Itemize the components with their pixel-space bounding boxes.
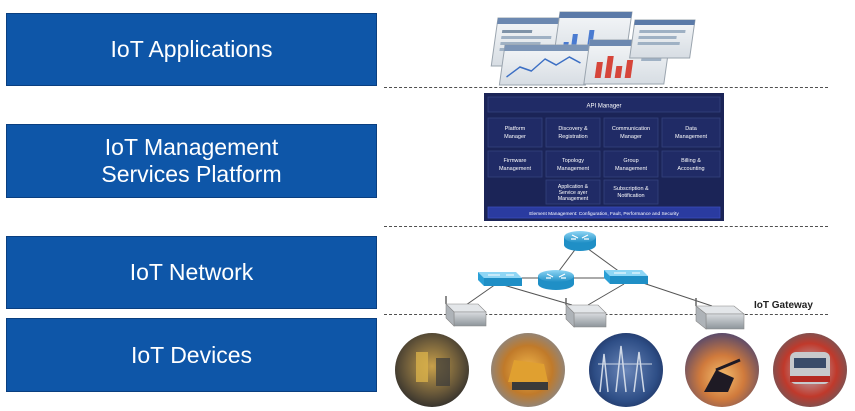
layer-label: IoT Network (129, 259, 254, 285)
router-icon (564, 231, 596, 251)
subscription-line2: Notification (617, 193, 644, 199)
group-line2: Management (615, 166, 648, 172)
platform-row-1: Platform Manager Discovery & Registratio… (487, 117, 721, 148)
gateway-icon (565, 298, 607, 328)
layer-label: IoT Devices (130, 341, 252, 368)
layer-label-line2: Services Platform (101, 161, 282, 187)
network-topology (445, 231, 745, 330)
device-photo-icon (773, 333, 847, 407)
layer-iot-applications: IoT Applications (6, 13, 377, 86)
device-photo-icon (589, 333, 663, 407)
platform-row-2: Firmware Management Topology Management … (487, 150, 721, 178)
divider-management (384, 226, 828, 227)
switch-icon (604, 270, 648, 284)
gateway-icon (695, 298, 745, 330)
platform-diagram: API Manager Platform Manager Discovery &… (484, 93, 724, 221)
billing-line1: Billing & (681, 158, 701, 164)
api-manager-box (487, 96, 721, 113)
device-photos (395, 333, 847, 407)
billing-line2: Accounting (677, 166, 704, 172)
app-service-line2: Service ayer (559, 190, 588, 196)
device-photo-icon (685, 333, 759, 407)
platform-manager-line1: Platform (505, 126, 526, 132)
topology-line2: Management (557, 166, 590, 172)
firmware-line2: Management (499, 166, 532, 172)
data-management-line1: Data (685, 126, 698, 132)
app-service-line1: Application & (558, 184, 589, 190)
switch-icon (478, 272, 522, 286)
layer-iot-management-platform: IoT Management Services Platform (6, 124, 377, 198)
platform-row-3: Application & Service ayer Management Su… (545, 179, 659, 205)
subscription-line1: Subscription & (613, 186, 649, 192)
firmware-line1: Firmware (504, 158, 527, 164)
app-service-line3: Management (558, 196, 589, 202)
element-management-bar (487, 206, 721, 219)
discovery-line1: Discovery & (558, 126, 588, 132)
layer-iot-network: IoT Network (6, 236, 377, 309)
layer-label: IoT Applications (110, 36, 273, 62)
gateway-label: IoT Gateway (754, 300, 813, 311)
layer-iot-devices: IoT Devices (6, 318, 377, 392)
device-photo-icon (395, 333, 469, 407)
topology-line1: Topology (562, 158, 584, 164)
layer-label-line1: IoT Management (104, 134, 279, 160)
platform-manager-line2: Manager (504, 134, 526, 140)
app-screenshots-icon (490, 11, 696, 86)
router-icon (538, 270, 574, 290)
divider-applications (384, 87, 828, 88)
gateway-icon (445, 296, 487, 327)
element-management-label: Element Management: Configuration, Fault… (529, 211, 679, 217)
data-management-line2: Management (675, 134, 708, 140)
group-line1: Group (623, 158, 638, 164)
api-manager-label: API Manager (586, 104, 621, 110)
communication-line1: Communication (612, 126, 650, 132)
device-photo-icon (491, 333, 565, 407)
discovery-line2: Registration (558, 134, 587, 140)
communication-line2: Manager (620, 134, 642, 140)
